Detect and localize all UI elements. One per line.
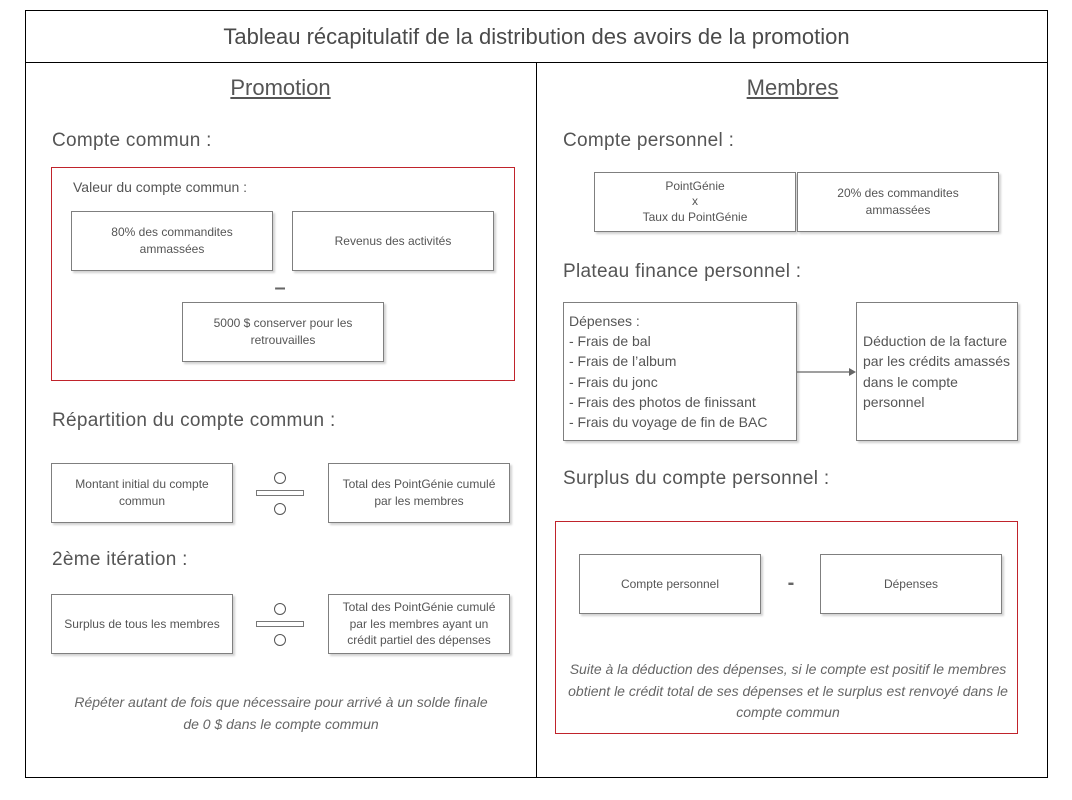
division-symbol [256, 472, 304, 516]
depense-item: - Frais du jonc [569, 373, 658, 390]
repartition-numerator-box: Montant initial du compte commun [51, 463, 233, 523]
division-bar [256, 621, 304, 627]
revenus-box: Revenus des activités [292, 211, 494, 271]
compte-commun-heading: Compte commun : [52, 130, 212, 151]
retrouvailles-box: 5000 $ conserver pour les retrouvailles [182, 302, 384, 362]
division-symbol-2 [256, 603, 304, 647]
membres-header: Membres [746, 75, 839, 100]
division-dot-top [274, 472, 286, 484]
depense-item: - Frais de l’album [569, 353, 677, 370]
pointgenie-line: PointGénie [665, 178, 725, 193]
column-divider [536, 62, 537, 778]
taux-line: Taux du PointGénie [642, 209, 748, 224]
multiply-line: x [692, 194, 698, 209]
surplus-group [555, 521, 1018, 734]
division-dot-top [274, 603, 286, 615]
commandites-box: 80% des commandites ammassées [71, 211, 273, 271]
surplus-note: Suite à la déduction des dépenses, si le… [568, 661, 1008, 721]
compte-commun-value-label: Valeur du compte commun : [73, 179, 248, 195]
pointgenie-box: PointGénie x Taux du PointGénie [594, 172, 796, 232]
repartition-denominator-box: Total des PointGénie cumulé par les memb… [328, 463, 510, 523]
depenses-title: Dépenses : [569, 312, 640, 329]
minus-sign: – [274, 277, 286, 299]
depense-item: - Frais de bal [569, 332, 651, 349]
iteration-denominator-box: Total des PointGénie cumulé par les memb… [328, 594, 510, 654]
repeat-note: Répéter autant de fois que nécessaire po… [74, 694, 488, 732]
personal-commandites-box: 20% des commandites ammassées [797, 172, 999, 232]
compte-commun-group [51, 167, 515, 381]
promotion-header: Promotion [230, 75, 331, 100]
division-dot-bottom [274, 503, 286, 515]
compte-personnel-heading: Compte personnel : [563, 130, 735, 151]
division-bar [256, 490, 304, 496]
depense-item: - Frais du voyage de fin de BAC [569, 414, 768, 431]
division-dot-bottom [274, 634, 286, 646]
depenses-subtract-box: Dépenses [820, 554, 1002, 614]
title-bar: Tableau récapitulatif de la distribution… [25, 10, 1048, 63]
page-title: Tableau récapitulatif de la distribution… [223, 23, 850, 49]
minus-sign-2: - [787, 572, 795, 594]
iteration-numerator-box: Surplus de tous les membres [51, 594, 233, 654]
surplus-heading: Surplus du compte personnel : [563, 468, 830, 489]
iteration-heading: 2ème itération : [52, 549, 188, 570]
flow-arrow [797, 368, 856, 376]
depense-item: - Frais des photos de finissant [569, 393, 756, 410]
depenses-box: Dépenses : - Frais de bal - Frais de l’a… [563, 302, 797, 441]
deduction-box: Déduction de la facture par les crédits … [856, 302, 1018, 441]
plateau-heading: Plateau finance personnel : [563, 261, 802, 282]
repartition-heading: Répartition du compte commun : [52, 410, 336, 431]
compte-personnel-box: Compte personnel [579, 554, 761, 614]
